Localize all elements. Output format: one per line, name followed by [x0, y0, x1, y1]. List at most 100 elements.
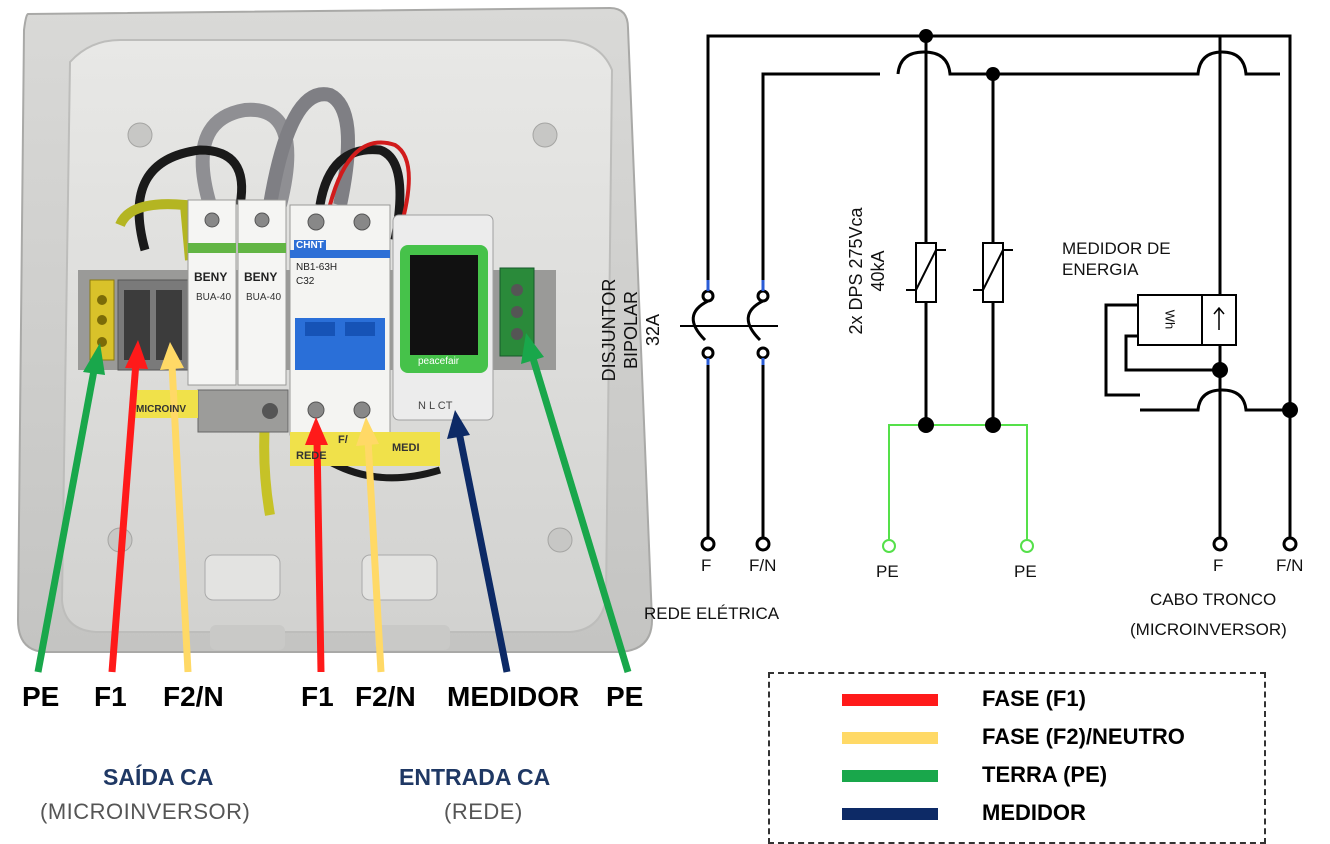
terminal-screw	[97, 295, 107, 305]
callout-medidor: MEDIDOR	[447, 681, 580, 712]
legend-label-f1: FASE (F1)	[982, 686, 1086, 711]
color-legend: FASE (F1) FASE (F2)/NEUTRO TERRA (PE) ME…	[768, 672, 1266, 844]
meter-symbol-label: Wh	[1162, 309, 1178, 330]
terminal-label-grid-fn: F/N	[749, 556, 777, 575]
terminal-trunk-f	[1212, 536, 1228, 552]
terminal-label-trunk-fn: F/N	[1276, 556, 1304, 575]
breaker-label-line-3: 32A	[643, 313, 663, 347]
spd-varistor-1	[906, 242, 946, 303]
arrow-medidor	[447, 410, 511, 673]
wire-fn-top	[761, 72, 880, 280]
sticker-left	[130, 390, 198, 418]
trunk-label-line-2: (MICROINVERSOR)	[1130, 620, 1287, 639]
breaker-model-label: NB1-63H	[296, 262, 338, 273]
legend-swatch-f1	[842, 694, 938, 706]
terminal-screw	[97, 315, 107, 325]
cable-gland-bottom	[375, 625, 450, 650]
junction-dots	[918, 29, 1298, 433]
sticker-right-top-label: F/	[338, 434, 348, 446]
wire-fn-crossover	[896, 50, 1280, 76]
terminal-label-grid-f: F	[701, 556, 712, 575]
terminal-screw	[511, 306, 523, 318]
screw-post	[547, 527, 573, 553]
legend-swatch-medidor	[842, 808, 938, 820]
terminal-pe-1	[882, 539, 896, 553]
input-group-subtitle: (REDE)	[444, 799, 523, 824]
breaker-toggle-lever	[345, 322, 375, 336]
terminal-trunk-fn	[1282, 536, 1298, 552]
terminal-label-pe-2: PE	[1014, 562, 1037, 581]
terminal-label-trunk-f: F	[1213, 556, 1224, 575]
terminal-screw	[204, 212, 220, 228]
sticker-right-mid-label: MEDI	[392, 442, 420, 454]
energy-meter-symbol	[1137, 294, 1237, 346]
spd-module-2	[237, 199, 287, 386]
terminal-screw	[254, 212, 270, 228]
cable-gland	[361, 554, 438, 601]
output-group-title: SAÍDA CA	[103, 764, 214, 790]
legend-label-pe: TERRA (PE)	[982, 762, 1108, 787]
terminal-screw	[262, 403, 278, 419]
terminal-screw	[307, 401, 325, 419]
meter-screen	[410, 255, 478, 355]
terminal-screw	[511, 328, 523, 340]
legend-swatch-f2-neutro	[842, 732, 938, 744]
callout-f2n-right: F2/N	[355, 681, 416, 712]
breaker-symbol	[680, 289, 778, 360]
legend-label-medidor: MEDIDOR	[982, 800, 1086, 825]
terminal-screw	[511, 284, 523, 296]
cable-black	[315, 145, 405, 241]
spd-module-1	[187, 199, 237, 386]
meter-brand-label: peacefair	[418, 356, 460, 367]
meter-label-line-2: ENERGIA	[1062, 260, 1139, 279]
spd-green-band	[188, 243, 236, 253]
wire-meter-loop	[1104, 303, 1140, 397]
callout-f1-right: F1	[301, 681, 334, 712]
spd-label-line-1: 2x DPS 275Vca	[846, 207, 866, 335]
terminal-label-pe-1: PE	[876, 562, 899, 581]
arrow-pe-right	[521, 333, 632, 674]
meter-label-line-1: MEDIDOR DE	[1062, 239, 1171, 258]
spd-model-label: BUA-40	[246, 292, 282, 303]
terminal-grid-fn	[755, 536, 771, 552]
cable-green-yellow	[259, 419, 275, 516]
cable-red	[328, 140, 411, 231]
wire-pe	[888, 424, 1028, 540]
terminal-screw	[97, 337, 107, 347]
legend-label-f2-neutro: FASE (F2)/NEUTRO	[982, 724, 1185, 749]
breaker-rating-label: C32	[296, 276, 315, 287]
arrow-f1-right	[305, 417, 328, 673]
terminal-screw	[307, 213, 325, 231]
callout-pe-right: PE	[606, 681, 644, 712]
terminal-screw	[353, 213, 371, 231]
meter-terminals-label: N L CT	[418, 400, 453, 412]
screw-post	[127, 122, 153, 148]
screw-post	[532, 122, 558, 148]
terminal-grid-f	[700, 536, 716, 552]
wire-trunk-crossover	[1140, 388, 1290, 412]
enclosure-photo	[16, 6, 654, 674]
spd-brand-label: BENY	[244, 270, 278, 284]
trunk-label-line-1: CABO TRONCO	[1150, 590, 1277, 609]
spd-model-label: BUA-40	[196, 292, 232, 303]
wire-meter-loop-2	[1124, 334, 1220, 372]
callout-pe-left: PE	[22, 681, 60, 712]
grid-label: REDE ELÉTRICA	[644, 604, 780, 623]
input-group-title: ENTRADA CA	[399, 764, 551, 790]
wiring-schematic	[680, 29, 1298, 553]
breaker-label-line-1: DISJUNTOR	[599, 278, 619, 382]
sticker-left-label: MICROINV	[136, 404, 186, 415]
cable-green-yellow	[115, 199, 195, 261]
legend-swatch-pe	[842, 770, 938, 782]
breaker-blue-band	[290, 250, 390, 258]
spd-varistor-2	[973, 242, 1013, 303]
cable-gland-bottom	[210, 625, 285, 650]
arrow-f2n-right	[356, 417, 385, 673]
breaker-toggle-lever	[305, 322, 335, 336]
callout-f1-left: F1	[94, 681, 127, 712]
sticker-right-bottom-label: REDE	[296, 450, 327, 462]
arrow-f2n-left	[160, 342, 192, 673]
terminal-pe-2	[1020, 539, 1034, 553]
spd-brand-label: BENY	[194, 270, 228, 284]
arrow-f1-left	[108, 340, 148, 673]
